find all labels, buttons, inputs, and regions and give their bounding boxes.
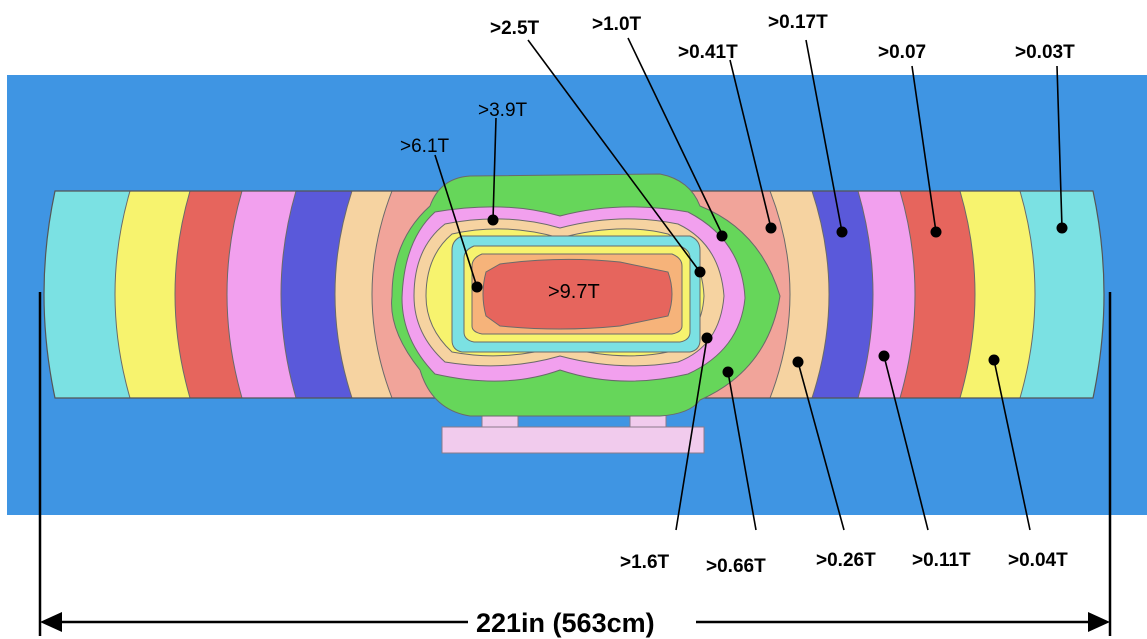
label-0-26t: >0.26T <box>816 550 876 571</box>
marker-dots <box>471 214 1068 378</box>
label-6-1t: >6.1T <box>400 136 450 157</box>
label-0-04t: >0.04T <box>1008 550 1068 571</box>
label-0-41t: >0.41T <box>678 42 738 63</box>
label-0-03t: >0.03T <box>1015 42 1075 63</box>
center-field-label: >9.7T <box>548 281 600 303</box>
label-1-0t: >1.0T <box>592 14 642 35</box>
leader-lines <box>434 37 1063 531</box>
label-3-9t: >3.9T <box>478 100 528 121</box>
label-0-07: >0.07 <box>878 42 926 63</box>
dimension-marker <box>38 292 1112 636</box>
label-0-66t: >0.66T <box>706 556 766 577</box>
label-1-6t: >1.6T <box>620 552 670 573</box>
field-labels: >2.5T >1.0T >0.41T >0.17T >0.07 >0.03T >… <box>400 12 1075 577</box>
magnet-contours <box>391 173 781 417</box>
dimension-label: 221in (563cm) <box>476 608 655 638</box>
label-0-17t: >0.17T <box>768 12 828 33</box>
label-0-11t: >0.11T <box>912 550 971 571</box>
label-2-5t: >2.5T <box>490 18 540 39</box>
slab-outline <box>43 190 1105 399</box>
